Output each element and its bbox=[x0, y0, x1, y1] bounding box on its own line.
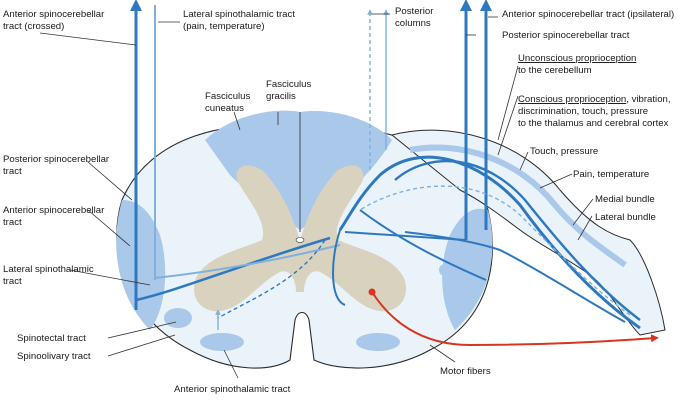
label-touch-pressure: Touch, pressure bbox=[530, 146, 598, 157]
left-lateral-tract-region bbox=[116, 200, 166, 330]
anterior-spinothalamic-region bbox=[200, 333, 244, 351]
label-conscious-proprioception: Conscious proprioception, vibration, bbox=[518, 94, 671, 105]
label-motor-fibers: Motor fibers bbox=[440, 366, 491, 377]
label-lateral-spinothalamic-top: Lateral spinothalamic tract (pain, tempe… bbox=[183, 9, 298, 32]
label-lateral-spinothalamic-left: Lateral spinothalamic tract bbox=[3, 264, 96, 287]
fiber-pathways bbox=[130, 0, 659, 347]
label-spinoolivary: Spinoolivary tract bbox=[17, 351, 91, 362]
central-canal bbox=[295, 237, 305, 243]
anterior-right-region bbox=[356, 333, 400, 351]
label-conscious-line2: discrimination, touch, pressure bbox=[518, 106, 648, 117]
label-anterior-spinothalamic: Anterior spinothalamic tract bbox=[174, 384, 291, 395]
label-ant-spinocerebellar-crossed: Anterior spinocerebellar tract (crossed) bbox=[3, 9, 107, 32]
label-fasciculus-gracilis: Fasciculus gracilis bbox=[266, 79, 314, 102]
label-spinotectal: Spinotectal tract bbox=[17, 333, 86, 344]
label-post-spinocerebellar-left: Posterior spinocerebellar tract bbox=[3, 154, 112, 177]
label-conscious-line3: to the thalamus and cerebral cortex bbox=[518, 118, 669, 129]
label-posterior-columns: Posterior columns bbox=[395, 6, 436, 29]
label-fasciculus-cuneatus: Fasciculus cuneatus bbox=[205, 91, 253, 114]
spinotectal-region bbox=[164, 308, 192, 328]
label-ant-spinocerebellar-left: Anterior spinocerebellar tract bbox=[3, 205, 107, 228]
leader-lines bbox=[39, 13, 594, 379]
gray-matter bbox=[193, 165, 407, 312]
dorsal-root bbox=[390, 129, 666, 336]
label-unconscious-proprioception: Unconscious proprioception bbox=[518, 53, 636, 64]
labels: Anterior spinocerebellar tract (crossed)… bbox=[3, 6, 674, 395]
label-pain-temperature: Pain, temperature bbox=[573, 169, 649, 180]
label-post-spinocerebellar-right: Posterior spinocerebellar tract bbox=[502, 30, 630, 41]
label-to-cerebellum: to the cerebellum bbox=[518, 65, 592, 76]
label-ant-spinocerebellar-ipsilateral: Anterior spinocerebellar tract (ipsilate… bbox=[502, 9, 674, 20]
label-medial-bundle: Medial bundle bbox=[595, 194, 655, 205]
label-lateral-bundle: Lateral bundle bbox=[595, 212, 656, 223]
right-small-tract bbox=[439, 264, 451, 276]
